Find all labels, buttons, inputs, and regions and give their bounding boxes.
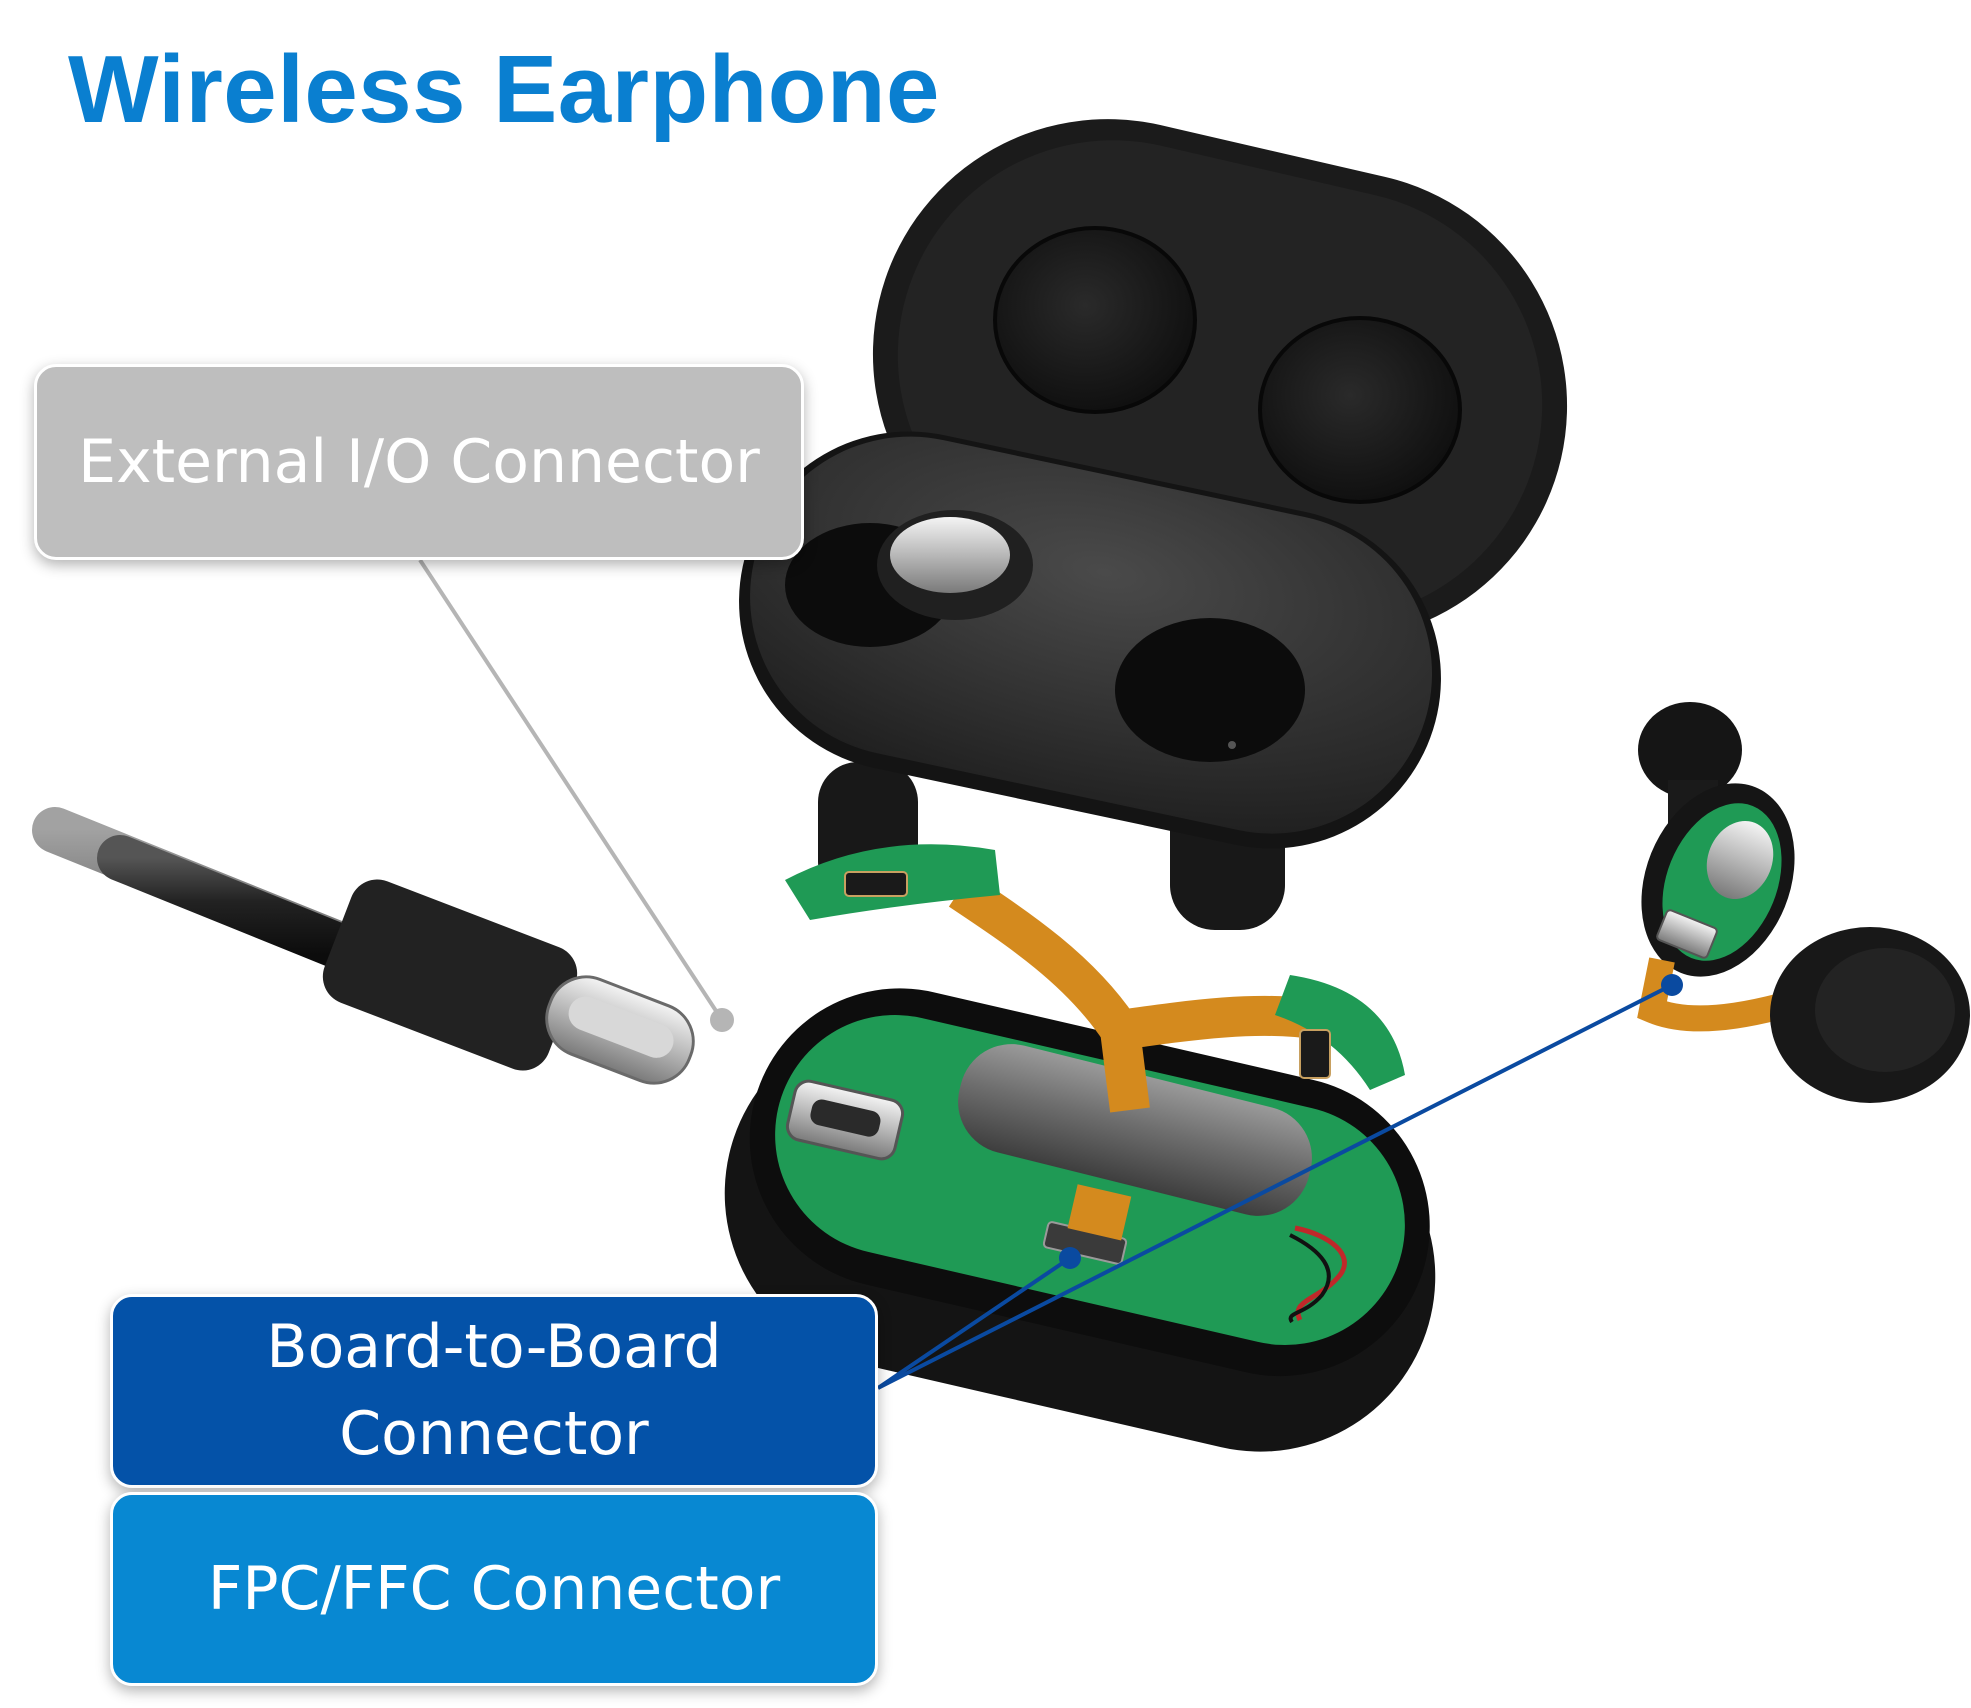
leader-line-b2b-earbud bbox=[877, 983, 1673, 1390]
flex-pcb-right bbox=[1275, 975, 1405, 1090]
battery bbox=[958, 1044, 1312, 1216]
callout-fpc-ffc-label: FPC/FFC Connector bbox=[207, 1553, 781, 1624]
leader-dot-b2b-earbud bbox=[1661, 974, 1683, 996]
leader-line-b2b-main bbox=[876, 1256, 1072, 1390]
flex-circuit bbox=[785, 844, 1405, 1113]
tray-cup-right bbox=[1115, 618, 1305, 762]
page-title: Wireless Earphone bbox=[68, 36, 940, 143]
callout-external-io-label: External I/O Connector bbox=[78, 426, 760, 497]
main-pcb bbox=[775, 1015, 1405, 1345]
leader-dot-b2b-main bbox=[1059, 1247, 1081, 1269]
callout-external-io-connector: External I/O Connector bbox=[34, 364, 804, 560]
lid-recess-right bbox=[1258, 316, 1462, 504]
earbud-silver-cap bbox=[890, 517, 1010, 593]
callout-board-to-board-connector: Board-to-Board Connector bbox=[110, 1294, 878, 1488]
ear-tip bbox=[1638, 702, 1742, 798]
earbud-board-to-board-connector bbox=[1656, 909, 1718, 959]
leader-dot-external-io bbox=[710, 1008, 734, 1032]
callout-fpc-ffc-connector: FPC/FFC Connector bbox=[110, 1492, 878, 1686]
usb-c-cable bbox=[32, 807, 695, 1085]
lid-recess-left bbox=[993, 226, 1197, 414]
fpc-connector-right bbox=[1299, 1029, 1331, 1079]
callout-board-to-board-label: Board-to-Board Connector bbox=[266, 1312, 722, 1469]
exploded-earbud bbox=[1637, 702, 1970, 1103]
leader-line-external-io bbox=[418, 558, 724, 1022]
battery-wires bbox=[1294, 1225, 1347, 1322]
case-base bbox=[724, 988, 1436, 1452]
fpc-connector-left bbox=[844, 871, 908, 897]
